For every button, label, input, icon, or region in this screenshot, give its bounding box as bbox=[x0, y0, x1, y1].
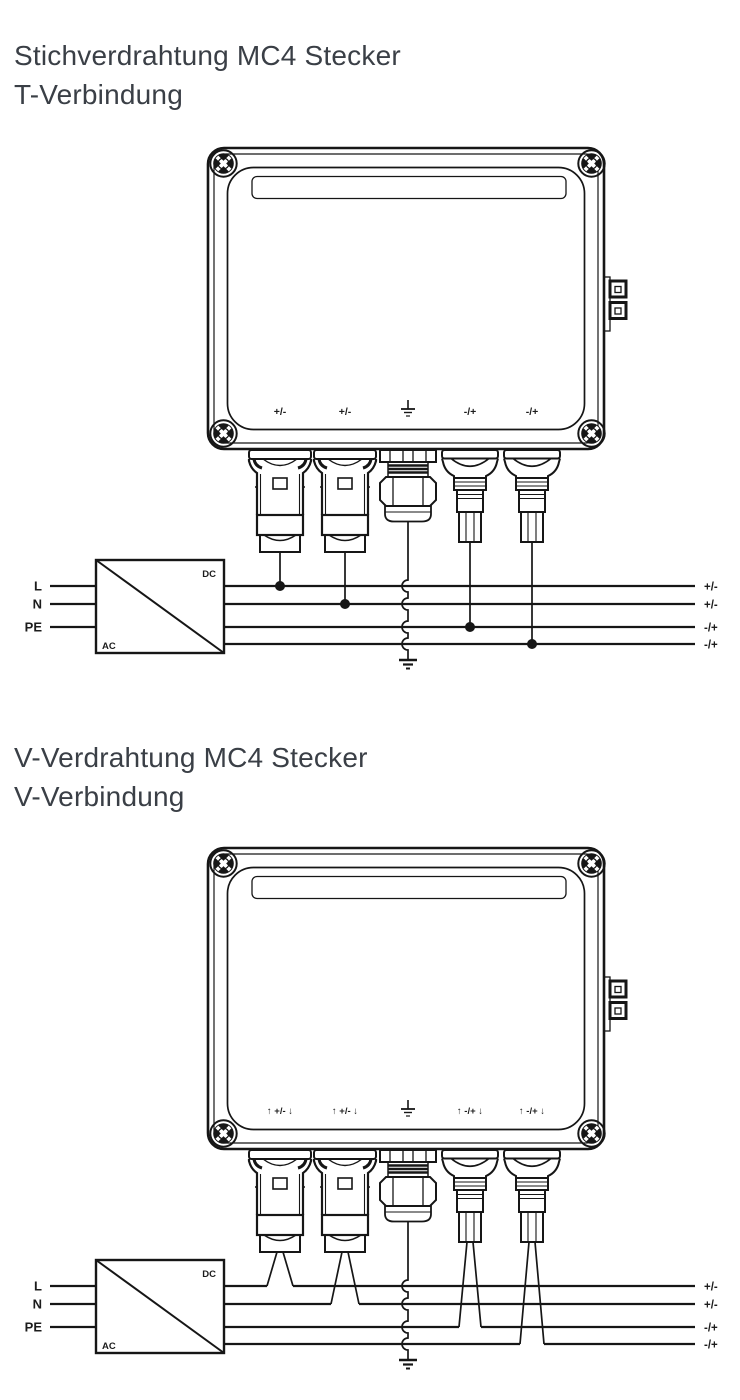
supply-label-l: L bbox=[34, 1279, 42, 1294]
corner-screw-icon bbox=[577, 849, 606, 878]
terminal-label: +/- bbox=[339, 406, 352, 418]
dc-label: DC bbox=[202, 1269, 216, 1280]
mc4-male-connector bbox=[503, 449, 561, 543]
output-label: -/+ bbox=[704, 1340, 718, 1352]
mc4-female-connector bbox=[312, 448, 378, 554]
terminal-label: ↑ -/+ ↓ bbox=[457, 1106, 483, 1117]
supply-label-n: N bbox=[33, 597, 42, 612]
supply-label-l: L bbox=[34, 579, 42, 594]
section1-subtitle: T-Verbindung bbox=[14, 79, 183, 110]
output-label: -/+ bbox=[704, 1323, 718, 1335]
ac-dc-converter: DC AC bbox=[94, 558, 226, 655]
junction-box: ↑ +/- ↓ ↑ +/- ↓ ↑ -/+ ↓ ↑ -/+ ↓ bbox=[206, 846, 628, 1151]
junction-box: +/- +/- -/+ -/+ bbox=[206, 146, 628, 451]
section2-subtitle: V-Verbindung bbox=[14, 781, 185, 812]
mc4-male-connector bbox=[441, 1149, 499, 1243]
mc4-male-connector bbox=[441, 449, 499, 543]
terminal-label: -/+ bbox=[526, 406, 539, 418]
section1-title: Stichverdrahtung MC4 Stecker bbox=[14, 40, 401, 71]
output-label: -/+ bbox=[704, 623, 718, 635]
wiring-t: L N PE DC AC +/- +/- -/+ bbox=[25, 521, 718, 670]
junction-dot bbox=[527, 639, 537, 649]
side-port bbox=[602, 975, 628, 1033]
supply-label-pe: PE bbox=[25, 620, 43, 635]
diagram-t-connection: +/- +/- -/+ -/+ L bbox=[25, 146, 718, 670]
output-label: -/+ bbox=[704, 640, 718, 652]
corner-screw-icon bbox=[577, 1119, 606, 1148]
earth-ground-symbol bbox=[401, 400, 415, 417]
output-label: +/- bbox=[704, 1300, 718, 1312]
side-port bbox=[602, 275, 628, 333]
junction-dot bbox=[465, 622, 475, 632]
junction-dot bbox=[340, 599, 350, 609]
mc4-female-connector bbox=[247, 1148, 313, 1254]
earth-ground-symbol bbox=[401, 1100, 415, 1117]
ground-wire bbox=[401, 521, 409, 660]
corner-screw-icon bbox=[209, 849, 238, 878]
section2-title: V-Verdrahtung MC4 Stecker bbox=[14, 742, 368, 773]
connectors bbox=[247, 448, 561, 554]
corner-screw-icon bbox=[577, 149, 606, 178]
corner-screw-icon bbox=[577, 419, 606, 448]
junction-dot bbox=[275, 581, 285, 591]
output-label: +/- bbox=[704, 600, 718, 612]
diagram-v-connection: ↑ +/- ↓ ↑ +/- ↓ ↑ -/+ ↓ ↑ -/+ ↓ bbox=[25, 846, 718, 1370]
corner-screw-icon bbox=[209, 1119, 238, 1148]
terminal-label: -/+ bbox=[464, 406, 477, 418]
corner-screw-icon bbox=[209, 419, 238, 448]
terminal-label: ↑ +/- ↓ bbox=[332, 1106, 358, 1117]
dc-label: DC bbox=[202, 569, 216, 580]
corner-screw-icon bbox=[209, 149, 238, 178]
wiring-v: L N PE DC AC +/- +/- bbox=[25, 1221, 718, 1370]
ac-label: AC bbox=[102, 641, 116, 652]
output-label: +/- bbox=[704, 1282, 718, 1294]
terminal-label: +/- bbox=[274, 406, 287, 418]
terminal-label: ↑ +/- ↓ bbox=[267, 1106, 293, 1117]
terminal-label: ↑ -/+ ↓ bbox=[519, 1106, 545, 1117]
supply-label-pe: PE bbox=[25, 1320, 43, 1335]
label-strip bbox=[251, 175, 567, 200]
connectors bbox=[247, 1148, 561, 1254]
earth-ground-symbol bbox=[397, 1358, 419, 1370]
supply-label-n: N bbox=[33, 1297, 42, 1312]
terminal-markings: +/- +/- -/+ -/+ bbox=[274, 400, 539, 418]
label-strip bbox=[251, 875, 567, 900]
mc4-male-connector bbox=[503, 1149, 561, 1243]
ac-label: AC bbox=[102, 1341, 116, 1352]
cable-gland bbox=[378, 448, 438, 523]
ac-dc-converter: DC AC bbox=[94, 1258, 226, 1355]
earth-ground-symbol bbox=[397, 658, 419, 670]
ground-wire bbox=[401, 1221, 409, 1360]
output-label: +/- bbox=[704, 582, 718, 594]
cable-gland bbox=[378, 1148, 438, 1223]
mc4-female-connector bbox=[312, 1148, 378, 1254]
terminal-markings: ↑ +/- ↓ ↑ +/- ↓ ↑ -/+ ↓ ↑ -/+ ↓ bbox=[267, 1100, 545, 1117]
mc4-female-connector bbox=[247, 448, 313, 554]
